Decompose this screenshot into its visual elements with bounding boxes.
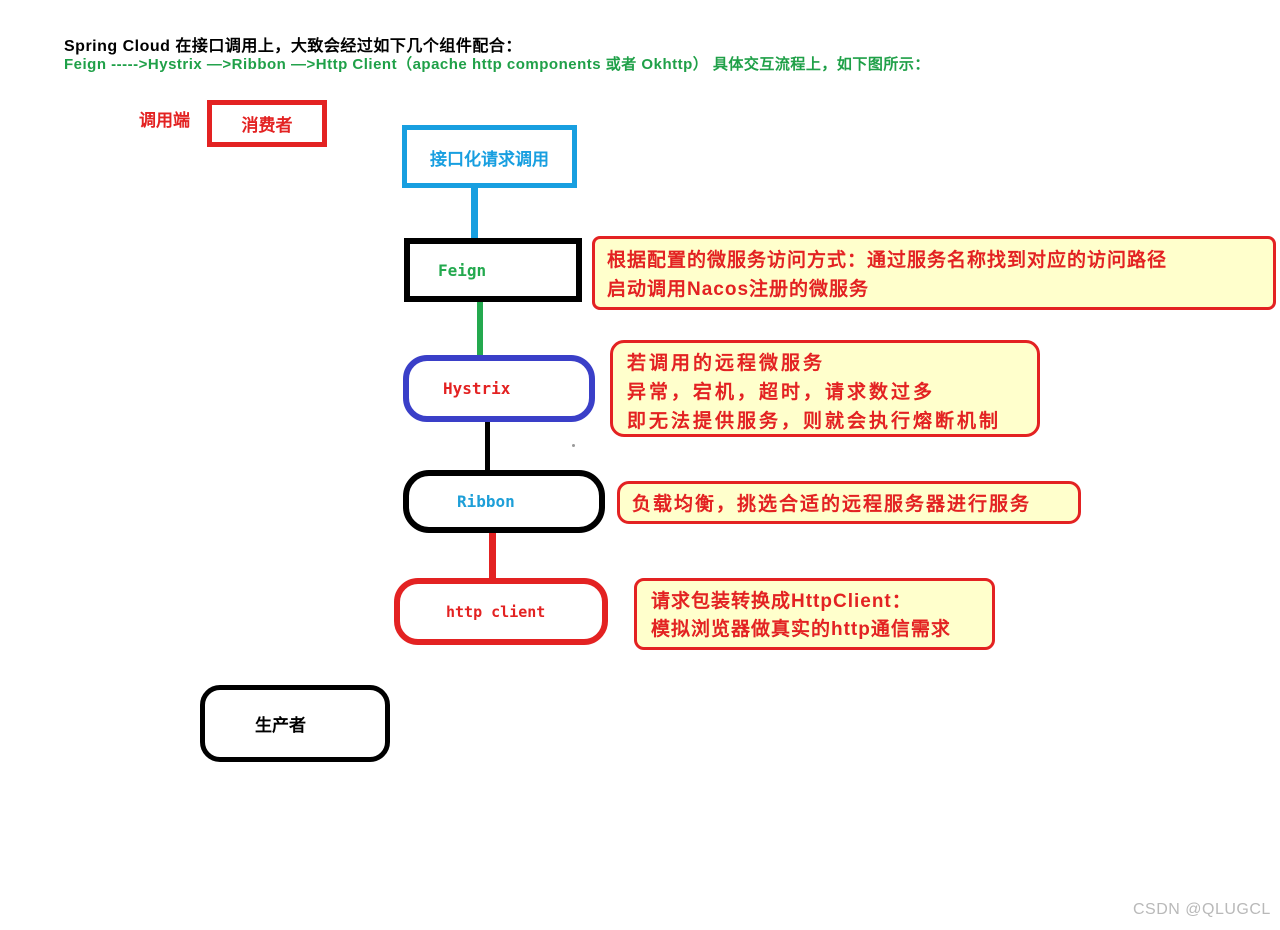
connector-ribbon-to-httpclient	[489, 533, 496, 578]
feign-annotation-line2: 启动调用Nacos注册的微服务	[607, 279, 870, 300]
feign-annotation-callout: 根据配置的微服务访问方式：通过服务名称找到对应的访问路径 启动调用Nacos注册…	[592, 236, 1276, 310]
interface-call-node-label: 接口化请求调用	[430, 150, 549, 169]
http-client-node-label: http client	[446, 602, 546, 621]
hystrix-node: Hystrix	[403, 355, 595, 422]
connector-feign-to-hystrix	[477, 302, 483, 355]
hystrix-annotation-line3: 即无法提供服务，则就会执行熔断机制	[627, 411, 1002, 432]
ribbon-annotation-line1: 负载均衡，挑选合适的远程服务器进行服务	[632, 494, 1032, 515]
ribbon-annotation-callout: 负载均衡，挑选合适的远程服务器进行服务	[617, 481, 1081, 524]
stray-dot-mark	[572, 444, 575, 447]
http-client-annotation-line1: 请求包装转换成HttpClient：	[651, 591, 912, 612]
http-client-node: http client	[394, 578, 608, 645]
header-title-line1: Spring Cloud 在接口调用上，大致会经过如下几个组件配合：	[64, 38, 522, 55]
producer-node-label: 生产者	[255, 716, 306, 735]
http-client-annotation-callout: 请求包装转换成HttpClient： 模拟浏览器做真实的http通信需求	[634, 578, 995, 650]
interface-call-node: 接口化请求调用	[402, 125, 577, 188]
hystrix-annotation-line1: 若调用的远程微服务	[627, 353, 826, 374]
ribbon-node: Ribbon	[403, 470, 605, 533]
hystrix-node-label: Hystrix	[443, 379, 511, 398]
connector-interface-to-feign	[471, 187, 478, 238]
connector-hystrix-to-ribbon	[485, 422, 490, 470]
caller-side-label: 调用端	[139, 111, 190, 130]
feign-annotation-line1: 根据配置的微服务访问方式：通过服务名称找到对应的访问路径	[607, 250, 1168, 271]
hystrix-annotation-line2: 异常，宕机，超时，请求数过多	[627, 382, 936, 403]
consumer-node: 消费者	[207, 100, 327, 147]
ribbon-node-label: Ribbon	[457, 492, 515, 511]
feign-node: Feign	[404, 238, 582, 302]
header-flow-line2: Feign ----->Hystrix —>Ribbon —>Http Clie…	[64, 56, 930, 73]
http-client-annotation-line2: 模拟浏览器做真实的http通信需求	[651, 619, 951, 640]
producer-node: 生产者	[200, 685, 390, 762]
csdn-watermark: CSDN @QLUGCL	[1133, 901, 1271, 918]
hystrix-annotation-callout: 若调用的远程微服务 异常，宕机，超时，请求数过多 即无法提供服务，则就会执行熔断…	[610, 340, 1040, 437]
feign-node-label: Feign	[438, 260, 487, 280]
consumer-node-label: 消费者	[241, 116, 293, 135]
